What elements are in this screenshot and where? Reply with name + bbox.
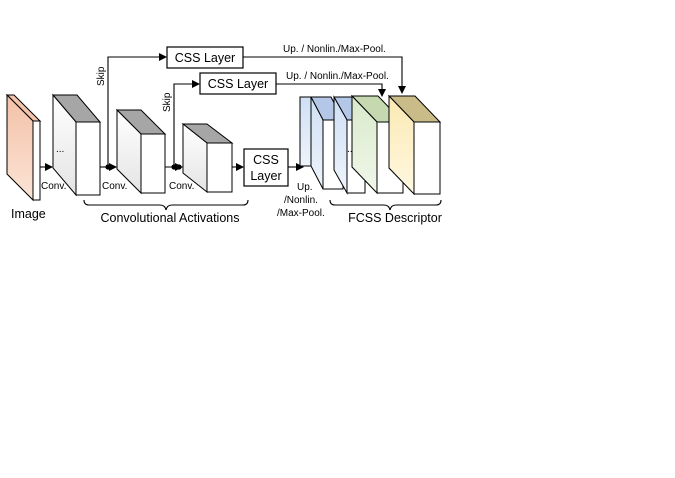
css-layer-bottom-label-2: Layer	[250, 169, 281, 183]
conv-label-3: Conv.	[169, 181, 194, 192]
css-mid-output-edge	[276, 83, 386, 97]
skip-edge-1	[107, 53, 167, 167]
up-label-top: Up. / Nonlin./Max-Pool.	[283, 44, 386, 55]
fcss-descriptor-brace	[329, 199, 442, 211]
css-layer-mid: CSS Layer	[199, 72, 277, 95]
conv-activations-brace	[83, 199, 249, 211]
conv-activations-label: Convolutional Activations	[101, 211, 240, 225]
skip-label-1: Skip	[96, 66, 107, 86]
image-label: Image	[11, 207, 46, 221]
skip-edge-2	[173, 80, 200, 167]
ellipsis-fcss: ...	[347, 144, 355, 155]
fcss-descriptor-label: FCSS Descriptor	[348, 211, 442, 225]
up-label-mid: Up. / Nonlin./Max-Pool.	[286, 71, 389, 82]
css-layer-bottom-label-1: CSS	[253, 153, 279, 167]
css-layer-top-label: CSS Layer	[175, 51, 235, 65]
conv-label-2: Conv.	[102, 181, 127, 192]
skip-label-2: Skip	[162, 92, 173, 112]
ellipsis-conv: ...	[56, 144, 64, 155]
conv-block-1	[51, 93, 102, 197]
css-layer-top: CSS Layer	[166, 46, 244, 69]
css-layer-mid-label: CSS Layer	[208, 77, 268, 91]
up-label-bottom-2: /Nonlin.	[284, 195, 318, 206]
image-block	[5, 93, 42, 202]
conv-block-3	[181, 122, 234, 194]
skip-node-3	[176, 164, 182, 170]
fcss-yellow-block	[387, 94, 442, 196]
up-label-bottom-3: /Max-Pool.	[277, 208, 325, 219]
css-layer-bottom: CSS Layer	[243, 148, 289, 187]
css-top-output-edge	[243, 56, 406, 94]
conv-block-2	[115, 108, 167, 195]
up-label-bottom-1: Up.	[297, 182, 313, 193]
conv-label-1: Conv.	[41, 181, 66, 192]
